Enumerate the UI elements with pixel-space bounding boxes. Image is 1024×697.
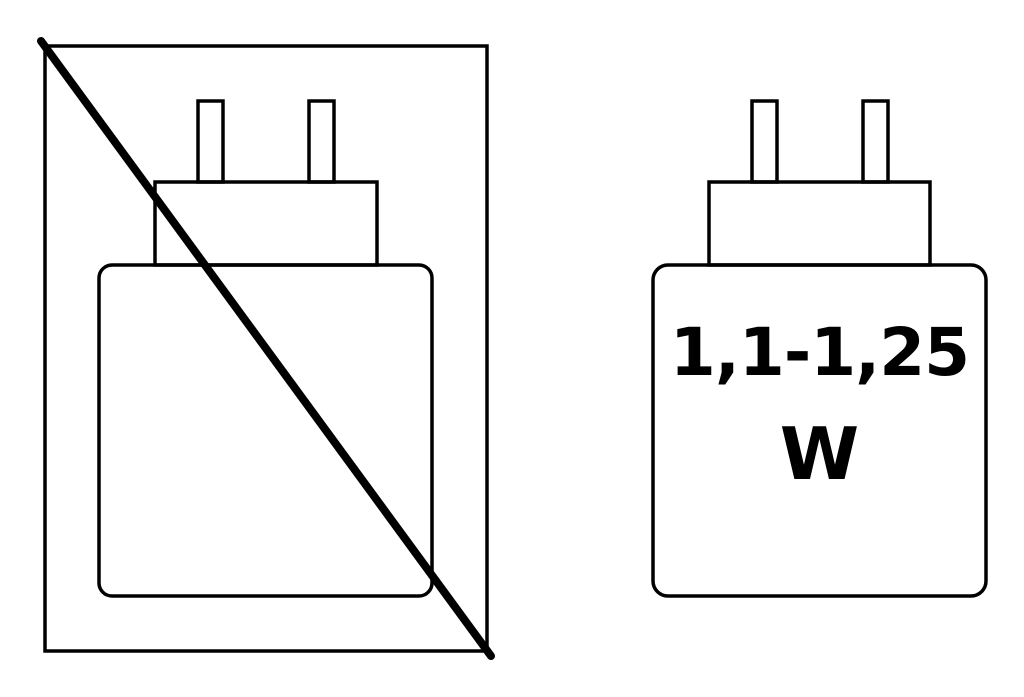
charger-rated-panel [651,99,988,598]
frame-box [43,44,489,653]
prong-left [196,99,225,184]
charger-body [97,263,434,598]
power-unit-label: W [779,412,860,496]
power-range-label: 1,1-1,25 [669,314,970,391]
prong-right [861,99,890,184]
charger-head [707,180,932,267]
charger-not-included-panel [37,37,495,660]
prong-right [307,99,336,184]
strike-through-icon [37,37,495,660]
charger-body [651,263,988,598]
charger-head [153,180,379,267]
prong-left [750,99,779,184]
